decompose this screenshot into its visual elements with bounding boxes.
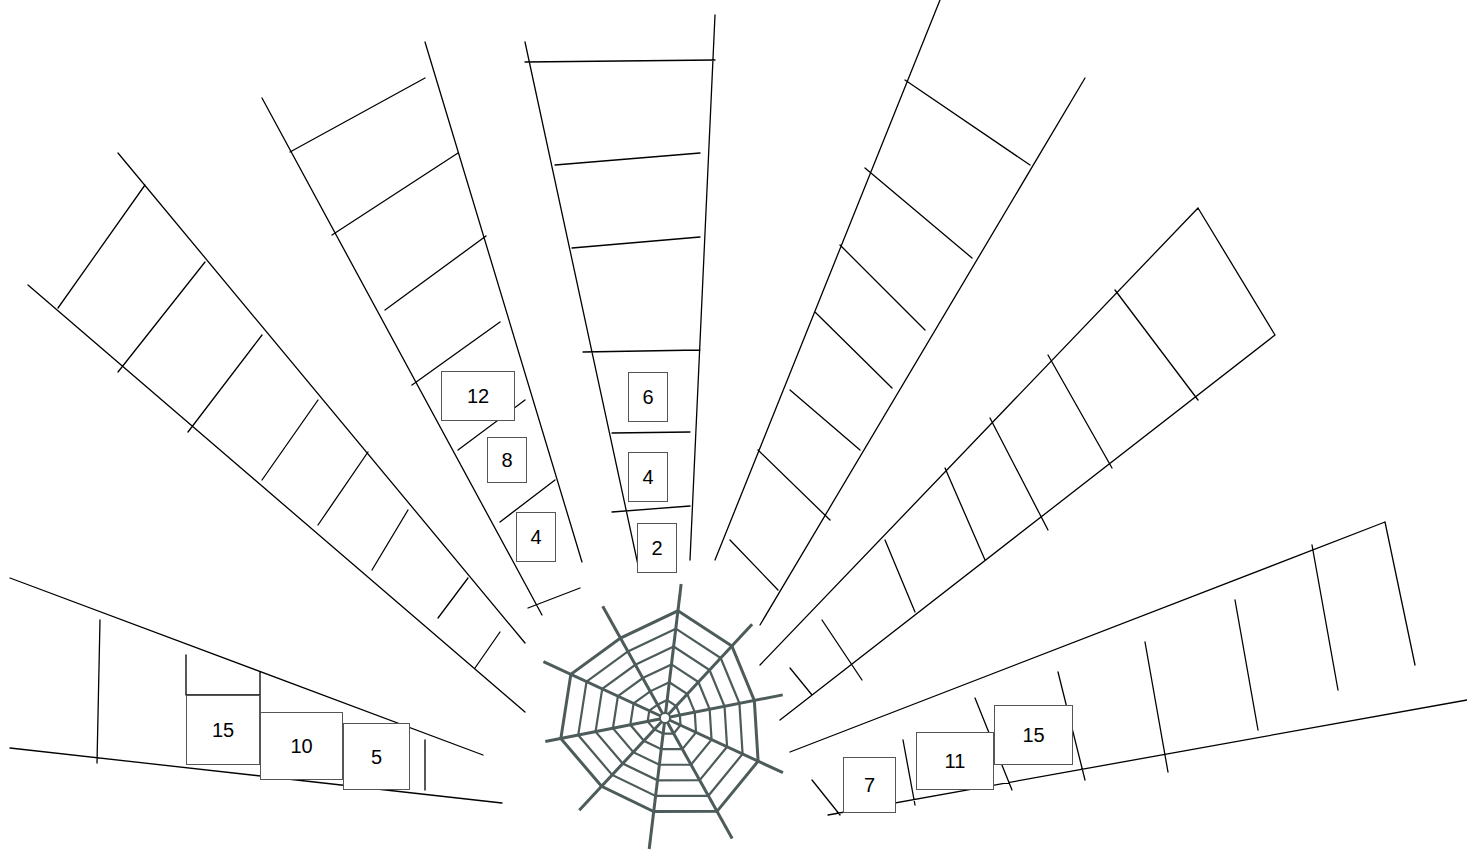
web-ring: [561, 611, 758, 812]
number-box: 4: [628, 452, 668, 502]
number-box: 2: [637, 523, 677, 573]
number-box: 7: [843, 757, 896, 813]
callout-number: 4: [642, 466, 653, 488]
ladder-leg: [525, 15, 715, 565]
web-ring: [630, 682, 696, 749]
number-box: 15: [994, 705, 1073, 765]
ladder-leg: [28, 153, 525, 712]
number-box: 12: [441, 371, 515, 421]
callout-number: 11: [945, 750, 966, 772]
callout-number: 12: [467, 385, 489, 407]
callout-number: 5: [371, 746, 382, 768]
web-hub: [660, 713, 670, 723]
web-ring: [613, 664, 712, 764]
callout-number: 4: [530, 526, 541, 548]
callout-number: 7: [864, 774, 875, 796]
web-ring: [578, 629, 742, 796]
callout-number: 10: [290, 735, 312, 757]
ladder-leg: [10, 578, 502, 803]
spider-web: [543, 584, 783, 849]
web-ring: [648, 700, 681, 733]
ladder-leg: [760, 208, 1275, 720]
callout-number: 2: [651, 537, 662, 559]
number-box: 6: [628, 372, 668, 422]
ladder-leg: [790, 522, 1467, 815]
ladder-leg: [262, 42, 582, 615]
number-box: 8: [487, 437, 527, 483]
ladder-leg: [715, 0, 1085, 625]
callout-number: 15: [1022, 724, 1044, 746]
number-box: 5: [343, 723, 410, 790]
number-box: 11: [916, 732, 994, 790]
callout-number: 15: [212, 719, 234, 741]
web-ring: [596, 647, 728, 781]
number-box: 10: [260, 712, 343, 780]
number-box: 15: [186, 695, 260, 765]
callout-number: 8: [501, 449, 512, 471]
web-spoke: [649, 718, 665, 849]
callout-number: 6: [642, 386, 653, 408]
number-box: 4: [516, 512, 556, 562]
